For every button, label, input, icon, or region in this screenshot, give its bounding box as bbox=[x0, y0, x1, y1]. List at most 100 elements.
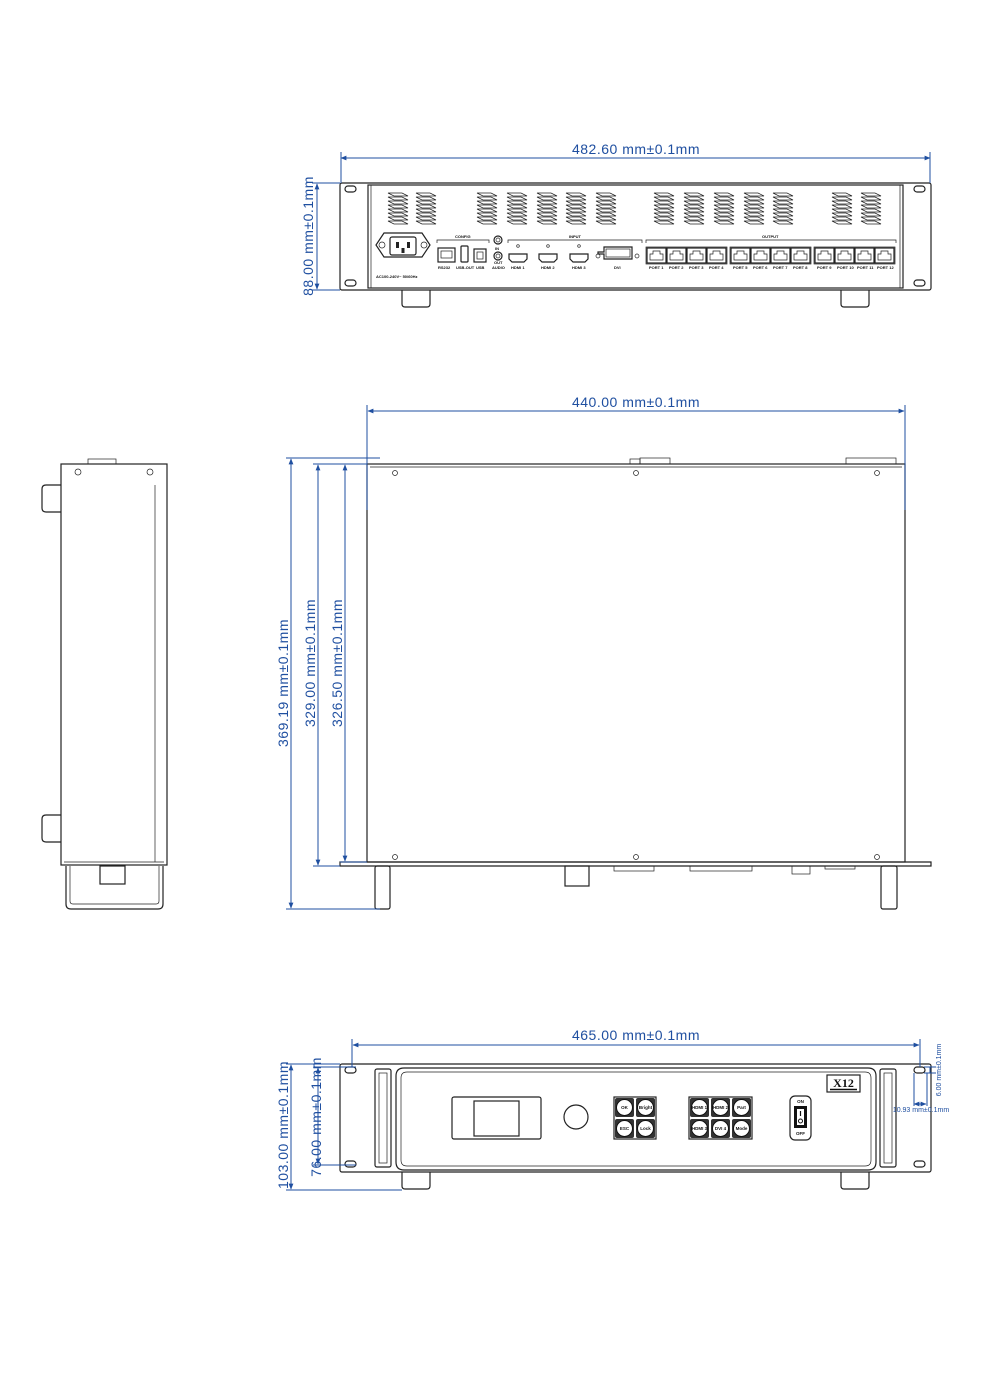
vent-grille bbox=[683, 192, 705, 225]
config-section: CONFIG RS232 USB-OUT USB bbox=[436, 234, 490, 270]
top-view: 440.00 mm±0.1mm 369.19 mm±0.1mm 329.00 m… bbox=[275, 394, 932, 910]
svg-text:HDMI 2: HDMI 2 bbox=[713, 1105, 729, 1110]
vent-grille bbox=[831, 192, 853, 225]
vent-grilles bbox=[387, 192, 882, 225]
button-ok[interactable]: OK bbox=[615, 1098, 634, 1117]
ethernet-port: PORT 8 bbox=[790, 247, 811, 270]
mounting-slots bbox=[344, 185, 926, 287]
svg-text:OK: OK bbox=[621, 1105, 629, 1110]
ethernet-port: PORT 2 bbox=[666, 247, 687, 270]
front-width-dimension: 465.00 mm±0.1mm bbox=[572, 1027, 700, 1043]
rotary-knob[interactable] bbox=[563, 1104, 589, 1130]
ethernet-port: PORT 6 bbox=[750, 247, 771, 270]
button-part[interactable]: Part bbox=[732, 1098, 751, 1117]
hdmi-port bbox=[538, 244, 558, 263]
svg-text:HDMI 3: HDMI 3 bbox=[572, 265, 586, 270]
svg-text:DVI: DVI bbox=[614, 265, 621, 270]
svg-text:AUDIO: AUDIO bbox=[492, 265, 505, 270]
vent-grille bbox=[743, 192, 765, 225]
output-label: OUTPUT bbox=[762, 234, 779, 239]
svg-text:PORT 4: PORT 4 bbox=[709, 265, 724, 270]
svg-text:DVI 4: DVI 4 bbox=[715, 1126, 727, 1131]
svg-text:USB-OUT: USB-OUT bbox=[456, 265, 475, 270]
power-inlet: AC100-240V~ 50/60Hz bbox=[375, 232, 431, 279]
vent-grille bbox=[653, 192, 675, 225]
input-label: INPUT bbox=[569, 234, 582, 239]
svg-text:PORT 11: PORT 11 bbox=[857, 265, 874, 270]
svg-text:ESC: ESC bbox=[620, 1126, 630, 1131]
button-hdmi-3[interactable]: HDMI 3 bbox=[690, 1119, 709, 1138]
front-height-inner-dimension: 76.00 mm±0.1mm bbox=[308, 1057, 324, 1177]
hdmi-port bbox=[508, 244, 528, 263]
ethernet-port: PORT 1 bbox=[646, 247, 667, 270]
vent-grille bbox=[476, 192, 498, 225]
side-view bbox=[41, 458, 168, 910]
slot-width-dimension: 10.93 mm±0.1mm bbox=[893, 1107, 950, 1114]
power-switch[interactable]: ON OFF bbox=[789, 1095, 812, 1141]
button-dvi-4[interactable]: DVI 4 bbox=[711, 1119, 730, 1138]
vent-grille bbox=[860, 192, 882, 225]
ethernet-port: PORT 7 bbox=[770, 247, 791, 270]
svg-text:HDMI 1: HDMI 1 bbox=[692, 1105, 708, 1110]
foot-right bbox=[840, 290, 870, 308]
svg-text:USB: USB bbox=[476, 265, 485, 270]
button-bright[interactable]: Bright bbox=[636, 1098, 655, 1117]
power-label: AC100-240V~ 50/60Hz bbox=[376, 274, 417, 279]
svg-text:OFF: OFF bbox=[796, 1131, 805, 1136]
vent-grille bbox=[595, 192, 617, 225]
svg-text:PORT 1: PORT 1 bbox=[649, 265, 664, 270]
vent-grille bbox=[713, 192, 735, 225]
button-esc[interactable]: ESC bbox=[615, 1119, 634, 1138]
vent-grille bbox=[565, 192, 587, 225]
svg-text:PORT 5: PORT 5 bbox=[733, 265, 748, 270]
button-hdmi-1[interactable]: HDMI 1 bbox=[690, 1098, 709, 1117]
svg-text:PORT 2: PORT 2 bbox=[669, 265, 684, 270]
svg-text:HDMI 2: HDMI 2 bbox=[541, 265, 555, 270]
ethernet-port: PORT 3 bbox=[686, 247, 707, 270]
hdmi-port bbox=[569, 244, 589, 263]
button-mode[interactable]: Mode bbox=[732, 1119, 751, 1138]
rear-view: AC100-240V~ 50/60Hz CONFIG RS232 USB-OUT… bbox=[300, 141, 932, 308]
rear-height-dimension: 88.00 mm±0.1mm bbox=[300, 176, 316, 296]
vent-grille bbox=[415, 192, 437, 225]
lcd-display bbox=[451, 1096, 542, 1140]
svg-text:HDMI 3: HDMI 3 bbox=[692, 1126, 708, 1131]
svg-text:PORT 7: PORT 7 bbox=[773, 265, 788, 270]
x12-logo: X12 bbox=[826, 1074, 861, 1093]
svg-text:Lock: Lock bbox=[640, 1126, 651, 1131]
svg-text:Mode: Mode bbox=[736, 1126, 748, 1131]
ethernet-port: PORT 9 bbox=[814, 247, 835, 270]
depth-mid-dimension: 329.00 mm±0.1mm bbox=[302, 599, 318, 727]
vent-grille bbox=[506, 192, 528, 225]
svg-text:OUT: OUT bbox=[494, 260, 503, 265]
front-height-total-dimension: 103.00 mm±0.1mm bbox=[275, 1061, 291, 1189]
input-section: INPUT HDMI 1 HDMI 2 HDMI 3 DVI bbox=[507, 234, 643, 270]
button-hdmi-2[interactable]: HDMI 2 bbox=[711, 1098, 730, 1117]
ethernet-port: PORT 5 bbox=[730, 247, 751, 270]
button-lock[interactable]: Lock bbox=[636, 1119, 655, 1138]
svg-text:IN: IN bbox=[495, 246, 499, 251]
ethernet-port: PORT 12 bbox=[874, 247, 895, 270]
svg-text:PORT 6: PORT 6 bbox=[753, 265, 768, 270]
svg-text:PORT 8: PORT 8 bbox=[793, 265, 808, 270]
svg-text:PORT 9: PORT 9 bbox=[817, 265, 832, 270]
vent-grille bbox=[387, 192, 409, 225]
audio-jacks: IN OUT AUDIO bbox=[492, 235, 505, 270]
svg-text:PORT 10: PORT 10 bbox=[837, 265, 854, 270]
foot-left bbox=[401, 290, 431, 308]
svg-text:X12: X12 bbox=[833, 1076, 854, 1090]
rear-width-dimension: 482.60 mm±0.1mm bbox=[572, 141, 700, 157]
ethernet-port: PORT 4 bbox=[706, 247, 727, 270]
svg-text:HDMI 1: HDMI 1 bbox=[511, 265, 525, 270]
svg-text:Part: Part bbox=[737, 1105, 746, 1110]
output-section: OUTPUT PORT 1 PORT 2 PORT 3 PORT 4 PORT 5 POR… bbox=[645, 234, 897, 270]
svg-text:PORT 3: PORT 3 bbox=[689, 265, 704, 270]
ethernet-port: PORT 11 bbox=[854, 247, 875, 270]
depth-total-dimension: 369.19 mm±0.1mm bbox=[275, 619, 291, 747]
depth-inner-dimension: 326.50 mm±0.1mm bbox=[329, 599, 345, 727]
ethernet-port: PORT 10 bbox=[834, 247, 855, 270]
svg-text:RS232: RS232 bbox=[438, 265, 451, 270]
